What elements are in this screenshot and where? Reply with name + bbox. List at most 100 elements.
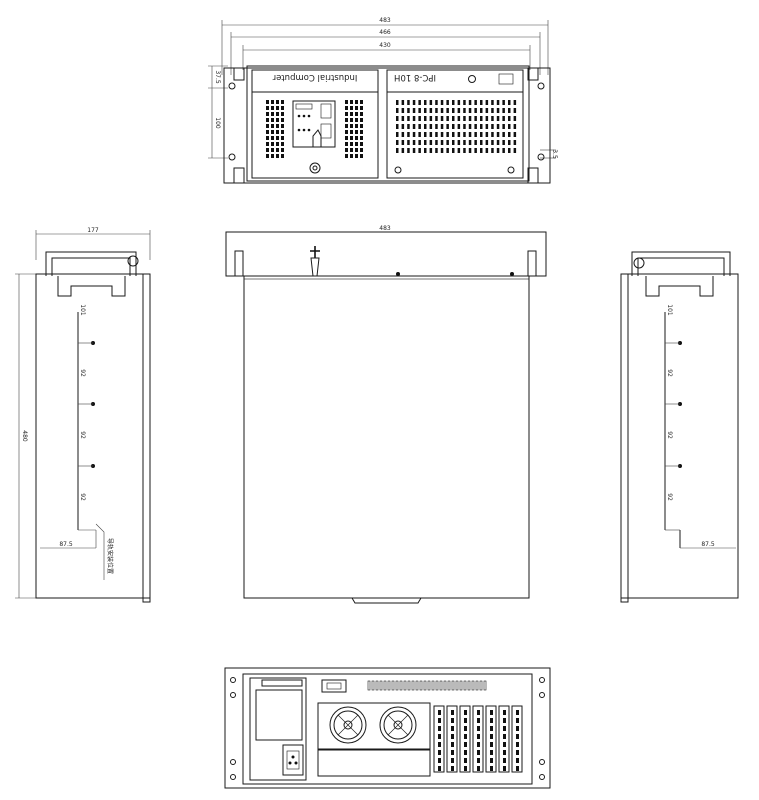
vent-slot xyxy=(502,116,505,121)
vent-slot xyxy=(446,116,449,121)
vent-slot xyxy=(367,680,371,691)
vent-slot xyxy=(396,132,399,137)
vent-slot xyxy=(457,148,461,153)
vent-slot xyxy=(438,766,441,771)
vent-slot xyxy=(447,680,451,691)
vent-slot xyxy=(438,734,441,739)
vent-slot xyxy=(266,124,269,128)
vent-slot xyxy=(345,124,348,128)
vent-slot xyxy=(276,112,279,116)
vent-slot xyxy=(474,132,477,137)
lock-icon[interactable] xyxy=(309,162,321,174)
vent-slot xyxy=(271,142,274,146)
vent-slot xyxy=(503,758,506,763)
vent-slot xyxy=(477,710,480,715)
vent-slot xyxy=(375,680,379,691)
vent-slot xyxy=(479,680,483,691)
right-body xyxy=(620,273,739,599)
vent-slot xyxy=(491,132,494,137)
vent-slot xyxy=(271,106,274,110)
vent-slot xyxy=(464,718,467,723)
vent-slot xyxy=(418,148,421,153)
vent-slot xyxy=(438,742,441,747)
vent-slot xyxy=(387,680,391,691)
top-rear-tab xyxy=(351,597,422,604)
vent-slot xyxy=(438,710,441,715)
vent-slot xyxy=(401,100,405,105)
vent-slot xyxy=(451,742,454,747)
vent-slot xyxy=(281,142,284,146)
rear-expansion-slots xyxy=(433,705,523,773)
front-button-power[interactable] xyxy=(320,103,332,119)
vent-slot xyxy=(457,108,461,113)
dim-front-side-top: 37.5 xyxy=(214,70,221,84)
vent-slot xyxy=(451,680,455,691)
rear-view xyxy=(224,667,551,789)
power-indicator-icon xyxy=(468,75,476,83)
vent-slot xyxy=(266,106,269,110)
vent-slot xyxy=(474,116,477,121)
vent-slot xyxy=(412,140,416,145)
vent-slot xyxy=(485,148,489,153)
vent-slot xyxy=(440,140,444,145)
vent-slot xyxy=(496,108,500,113)
dim-front-ear-span: 466 xyxy=(379,29,391,36)
vent-slot xyxy=(355,136,358,140)
vent-slot xyxy=(281,106,284,110)
vent-slot xyxy=(435,132,438,137)
front-usb-port xyxy=(498,73,514,85)
vent-slot xyxy=(483,680,487,691)
vent-slot xyxy=(513,140,517,145)
front-button-reset[interactable] xyxy=(320,123,332,139)
vent-slot xyxy=(480,100,483,105)
vent-slot xyxy=(474,148,477,153)
vent-slot xyxy=(407,124,410,129)
vent-slot xyxy=(468,108,472,113)
vent-slot xyxy=(472,705,484,773)
vent-slot xyxy=(446,705,458,773)
vent-slot xyxy=(485,100,489,105)
vent-slot xyxy=(491,116,494,121)
vent-slot xyxy=(452,108,455,113)
front-door-right xyxy=(386,69,524,179)
vent-slot xyxy=(355,148,358,152)
vent-slot xyxy=(516,750,519,755)
vent-slot xyxy=(412,116,416,121)
vent-slot xyxy=(281,118,284,122)
vent-slot xyxy=(345,154,348,158)
vent-slot xyxy=(350,118,353,122)
vent-slot xyxy=(418,132,421,137)
vent-slot xyxy=(468,148,472,153)
vent-slot xyxy=(490,710,493,715)
front-model-label: IPC-8 10H xyxy=(394,72,436,82)
vent-slot xyxy=(401,124,405,129)
vent-slot xyxy=(490,742,493,747)
vent-slot xyxy=(407,140,410,145)
vent-slot xyxy=(360,118,363,122)
top-chassis-body xyxy=(243,275,530,599)
vent-slot xyxy=(440,100,444,105)
vent-slot xyxy=(477,766,480,771)
vent-slot xyxy=(271,118,274,122)
vent-slot xyxy=(360,106,363,110)
screw-icon xyxy=(394,166,402,174)
lock-icon xyxy=(633,257,645,269)
vent-slot xyxy=(455,680,459,691)
vent-slot xyxy=(511,705,523,773)
vent-slot xyxy=(276,136,279,140)
vent-slot xyxy=(451,734,454,739)
left-side-view: 177 480 101 92 92 92 87.5 导轨安装位置 xyxy=(15,227,151,603)
dim-left-bottom-offset: 87.5 xyxy=(59,541,73,548)
vent-slot xyxy=(438,750,441,755)
vent-slot xyxy=(508,140,511,145)
vent-slot xyxy=(451,710,454,715)
vent-slot xyxy=(496,100,500,105)
vent-slot xyxy=(360,154,363,158)
vent-slot xyxy=(431,680,435,691)
vent-slot xyxy=(276,154,279,158)
vent-slot xyxy=(271,130,274,134)
vent-slot xyxy=(412,124,416,129)
vent-slot xyxy=(457,132,461,137)
vent-slot xyxy=(396,108,399,113)
